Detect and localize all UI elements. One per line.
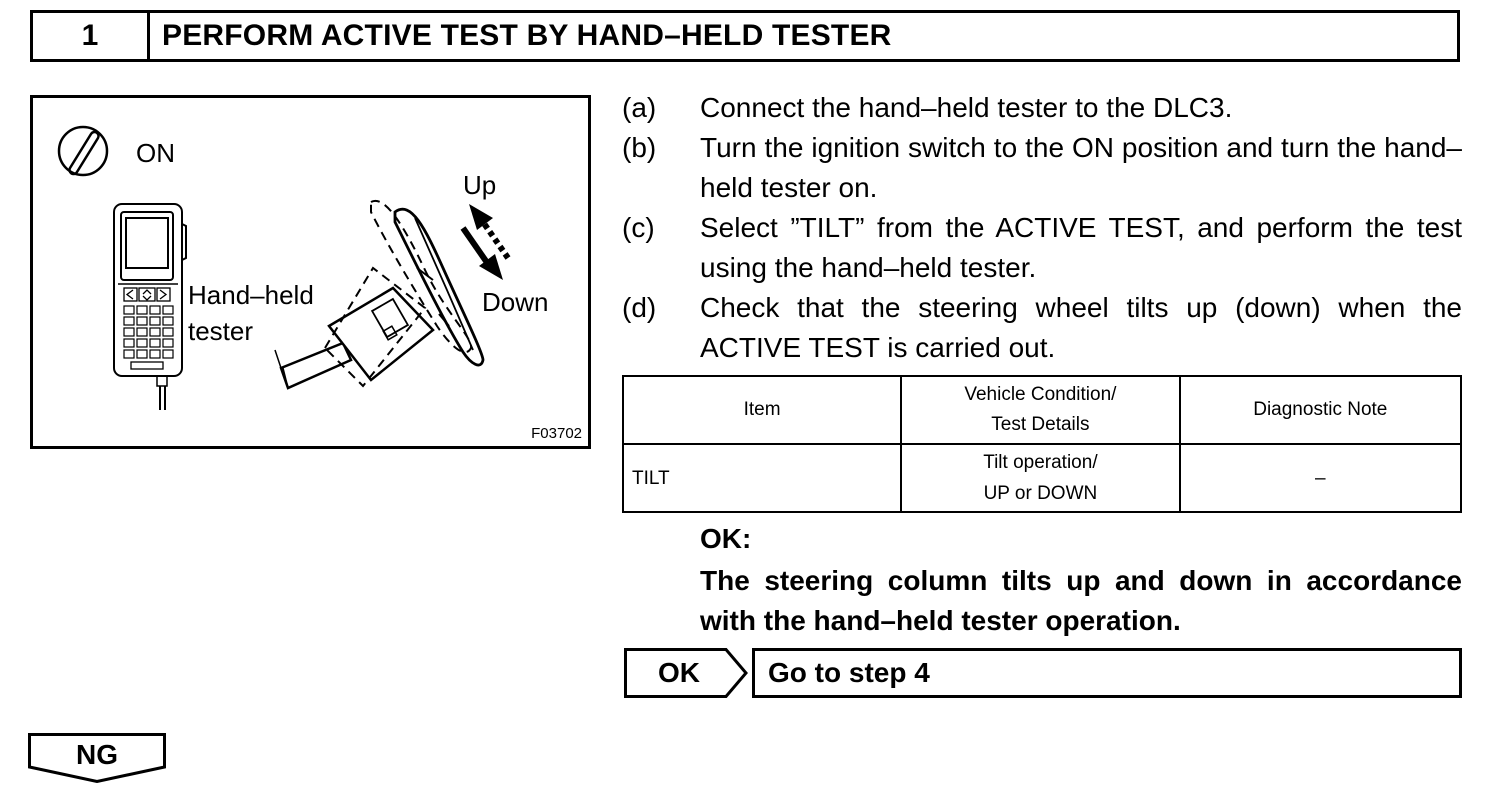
instruction-text: Turn the ignition switch to the ON posit… xyxy=(700,132,1462,203)
instruction-text: Connect the hand–held tester to the DLC3… xyxy=(700,92,1233,123)
hand-held-tester-icon xyxy=(113,203,187,410)
header-item: Item xyxy=(621,375,903,445)
instruction-label: (b) xyxy=(622,132,657,163)
tilt-arrow-icon xyxy=(460,204,511,280)
ok-branch-target: Go to step 4 xyxy=(752,648,1462,698)
step-number: 1 xyxy=(33,13,150,59)
cell-vehicle-condition: Tilt operation/ UP or DOWN xyxy=(900,443,1181,513)
illustration-drawing xyxy=(57,125,511,410)
instruction-text: Check that the steering wheel tilts up (… xyxy=(700,292,1462,363)
tester-label-line1: Hand–held xyxy=(188,280,314,310)
ok-branch-tag: OK xyxy=(624,648,750,698)
cell-condition-line1: Tilt operation/ xyxy=(983,452,1098,473)
cell-diagnostic-note: – xyxy=(1178,443,1463,513)
header-vehicle-condition: Vehicle Condition/ Test Details xyxy=(900,375,1181,445)
ok-condition-label: OK: xyxy=(700,523,752,554)
instruction-text: Select ”TILT” from the ACTIVE TEST, and … xyxy=(700,212,1462,283)
table-row: TILT Tilt operation/ UP or DOWN – xyxy=(621,443,1463,513)
ok-condition-description: The steering column tilts up and down in… xyxy=(700,565,1462,636)
instruction-label: (d) xyxy=(622,292,657,323)
up-label: Up xyxy=(463,170,497,200)
ok-tag-arrow-shape xyxy=(624,648,748,698)
figure-code: F03702 xyxy=(531,425,582,442)
header-vehicle-condition-line2: Test Details xyxy=(991,414,1090,435)
ignition-key-icon xyxy=(57,125,109,177)
ng-tag-label: NG xyxy=(76,739,118,770)
header-vehicle-condition-line1: Vehicle Condition/ xyxy=(964,384,1117,405)
steering-wheel-icon xyxy=(274,199,485,390)
instruction-item: (a) Connect the hand–held tester to the … xyxy=(622,88,1462,128)
instruction-item: (b) Turn the ignition switch to the ON p… xyxy=(622,128,1462,208)
step-title: PERFORM ACTIVE TEST BY HAND–HELD TESTER xyxy=(162,19,892,52)
active-test-table: Item Vehicle Condition/ Test Details Dia… xyxy=(621,375,1463,513)
step-header: 1 PERFORM ACTIVE TEST BY HAND–HELD TESTE… xyxy=(30,10,1460,62)
cell-item: TILT xyxy=(621,443,903,513)
instruction-label: (a) xyxy=(622,92,657,123)
table-header-row: Item Vehicle Condition/ Test Details Dia… xyxy=(621,375,1463,445)
header-diagnostic-note: Diagnostic Note xyxy=(1178,375,1463,445)
ignition-on-label: ON xyxy=(136,138,175,168)
instruction-label: (c) xyxy=(622,212,655,243)
cell-condition-line2: UP or DOWN xyxy=(983,483,1098,504)
instruction-item: (d) Check that the steering wheel tilts … xyxy=(622,288,1462,368)
illustration: ON Hand–held tester Up Down F03702 xyxy=(30,95,591,449)
down-label: Down xyxy=(482,287,549,317)
ng-branch-tag: NG xyxy=(28,733,166,784)
instruction-item: (c) Select ”TILT” from the ACTIVE TEST, … xyxy=(622,208,1462,288)
instruction-list: (a) Connect the hand–held tester to the … xyxy=(622,88,1462,368)
tester-label-line2: tester xyxy=(188,316,254,346)
ng-tag-arrow-shape xyxy=(28,733,166,784)
ok-tag-label: OK xyxy=(658,657,700,688)
